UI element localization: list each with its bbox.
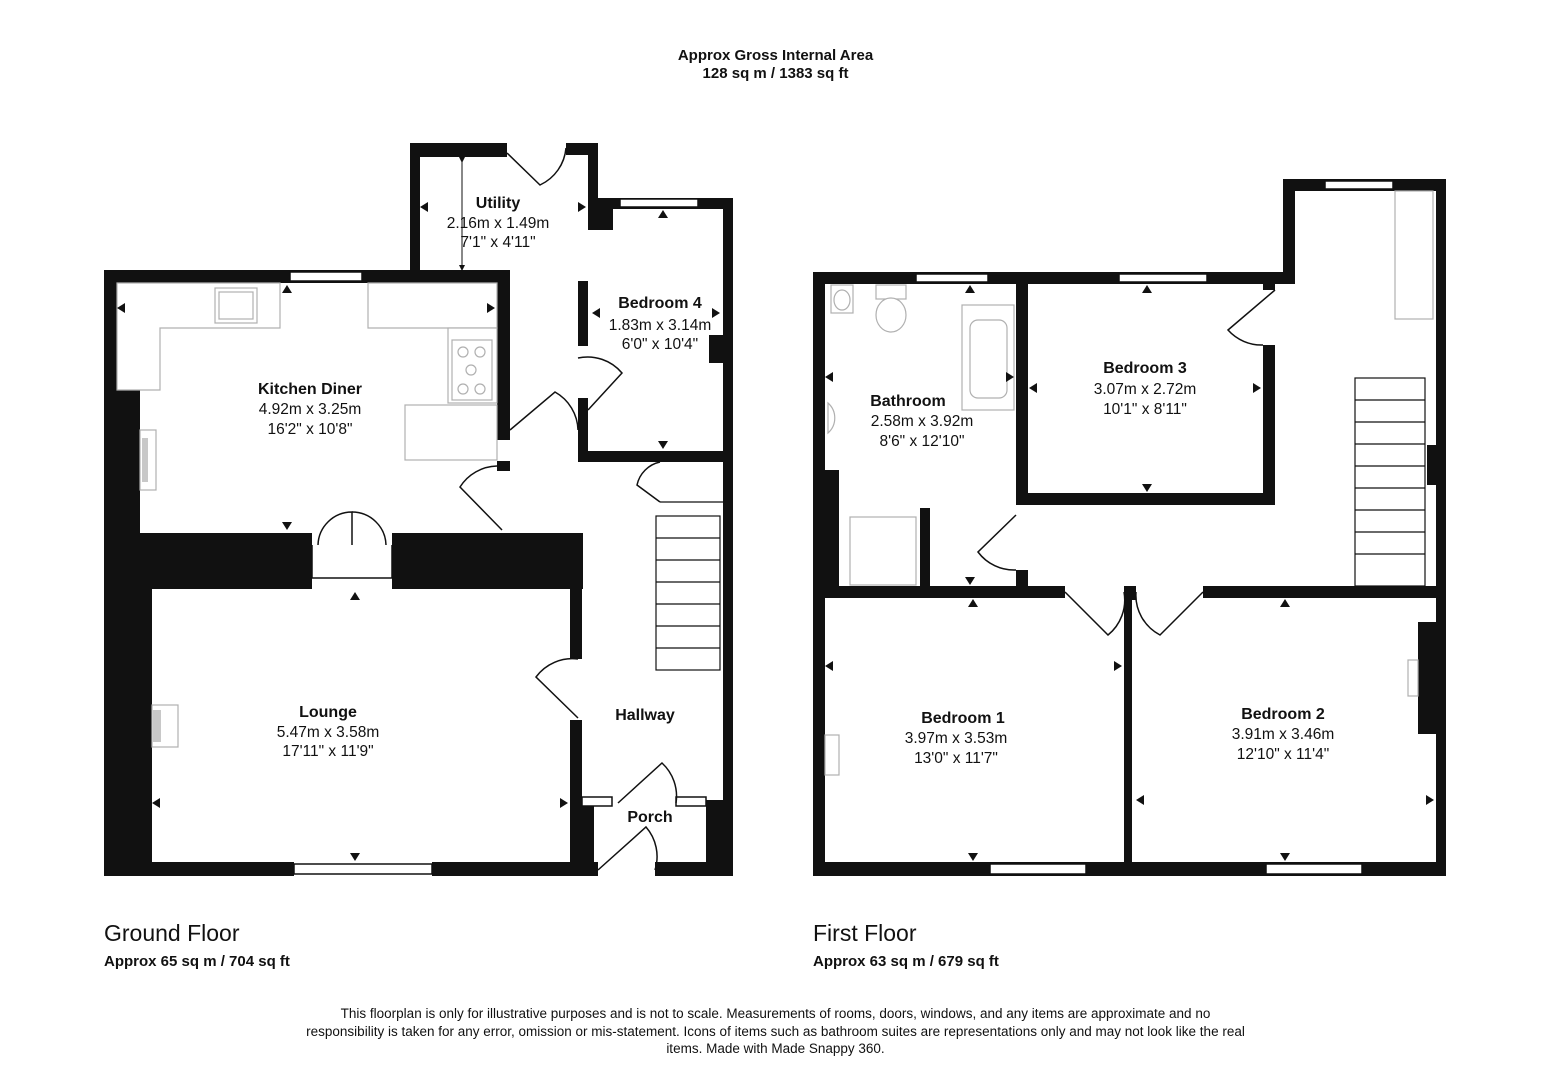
gross-area-title: Approx Gross Internal Area (677, 47, 874, 64)
bathroom-imperial: 8'6" x 12'10" (879, 433, 964, 450)
bedroom4-imperial: 6'0" x 10'4" (622, 336, 698, 353)
ground-floor-area: Approx 65 sq m / 704 sq ft (104, 953, 290, 970)
lounge-metric: 5.47m x 3.58m (277, 724, 380, 741)
lounge-name: Lounge (299, 704, 357, 721)
gross-area-value: 128 sq m / 1383 sq ft (702, 65, 849, 82)
bedroom2-metric: 3.91m x 3.46m (1232, 726, 1335, 743)
bedroom4-metric: 1.83m x 3.14m (609, 317, 712, 334)
ground-stairs (655, 501, 723, 671)
kitchen-fixture-fill (142, 438, 161, 742)
bedroom3-name: Bedroom 3 (1103, 360, 1187, 377)
room-kitchen-label: Kitchen Diner 4.92m x 3.25m 16'2" x 10'8… (258, 381, 362, 438)
kitchen-name: Kitchen Diner (258, 381, 362, 398)
first-floor-caption: First Floor Approx 63 sq m / 679 sq ft (813, 920, 999, 970)
hallway-name: Hallway (615, 707, 675, 724)
disclaimer-text: This floorplan is only for illustrative … (306, 1006, 1245, 1056)
porch-name: Porch (627, 809, 672, 826)
room-bedroom1-label: Bedroom 1 3.97m x 3.53m 13'0" x 11'7" (905, 710, 1008, 767)
room-bedroom2-label: Bedroom 2 3.91m x 3.46m 12'10" x 11'4" (1232, 706, 1335, 763)
bathroom-metric: 2.58m x 3.92m (871, 413, 974, 430)
ground-doors (311, 147, 678, 871)
bedroom1-name: Bedroom 1 (921, 710, 1005, 727)
first-floor-plan: Bathroom 2.58m x 3.92m 8'6" x 12'10" Bed… (813, 179, 1446, 876)
utility-imperial: 7'1" x 4'11" (460, 234, 535, 251)
first-stairs (1354, 377, 1426, 587)
fireplace-fixtures (824, 659, 1419, 776)
room-utility-label: Utility 2.16m x 1.49m 7'1" x 4'11" (447, 195, 550, 251)
room-bathroom-label: Bathroom 2.58m x 3.92m 8'6" x 12'10" (870, 393, 973, 450)
first-floor-title: First Floor (813, 920, 917, 946)
ground-dimension-markers (117, 202, 720, 861)
kitchen-metric: 4.92m x 3.25m (259, 401, 362, 418)
room-bedroom4-label: Bedroom 4 1.83m x 3.14m 6'0" x 10'4" (609, 295, 712, 353)
bedroom3-metric: 3.07m x 2.72m (1094, 381, 1197, 398)
room-bedroom3-label: Bedroom 3 3.07m x 2.72m 10'1" x 8'11" (1094, 360, 1197, 418)
ground-floor-caption: Ground Floor Approx 65 sq m / 704 sq ft (104, 920, 290, 970)
bedroom2-imperial: 12'10" x 11'4" (1237, 746, 1329, 763)
ground-floor-plan: Utility 2.16m x 1.49m 7'1" x 4'11" Bedro… (104, 143, 733, 876)
ground-floor-title: Ground Floor (104, 920, 240, 946)
lounge-imperial: 17'11" x 11'9" (282, 743, 373, 760)
kitchen-imperial: 16'2" x 10'8" (267, 421, 352, 438)
bathroom-name: Bathroom (870, 393, 946, 410)
porch-walls (582, 800, 733, 876)
first-dimension-markers (825, 285, 1434, 861)
kitchen-fixtures (116, 282, 498, 748)
kitchen-lounge-walls (104, 270, 598, 876)
gross-area-header: Approx Gross Internal Area 128 sq m / 13… (0, 47, 1551, 83)
bedroom3-imperial: 10'1" x 8'11" (1103, 401, 1187, 418)
utility-metric: 2.16m x 1.49m (447, 215, 550, 232)
first-floor-area: Approx 63 sq m / 679 sq ft (813, 953, 999, 970)
bedroom4-name: Bedroom 4 (618, 295, 702, 312)
room-lounge-label: Lounge 5.47m x 3.58m 17'11" x 11'9" (277, 704, 380, 760)
bathroom-fixtures (827, 190, 1434, 586)
bedroom1-imperial: 13'0" x 11'7" (914, 750, 998, 767)
first-doors (977, 289, 1276, 637)
utility-walls (410, 143, 598, 273)
bedroom1-metric: 3.97m x 3.53m (905, 730, 1008, 747)
first-windows (915, 180, 1394, 875)
bedroom2-name: Bedroom 2 (1241, 706, 1325, 723)
utility-name: Utility (476, 195, 521, 212)
